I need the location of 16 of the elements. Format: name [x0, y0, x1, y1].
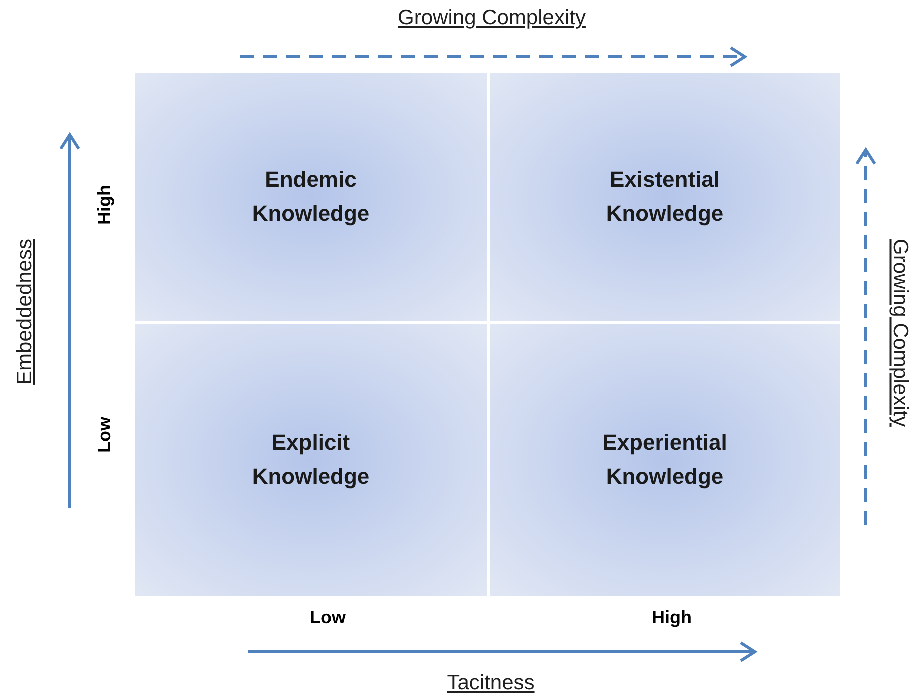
- axis-title: Growing Complexity: [398, 5, 586, 32]
- quadrant-title: Explicit Knowledge: [251, 429, 371, 491]
- quadrant-title: Endemic Knowledge: [251, 166, 371, 228]
- quadrant-box: [490, 324, 840, 596]
- quadrant-box: [135, 324, 487, 596]
- quadrant-title: Experiential Knowledge: [602, 429, 728, 491]
- axis-title: Tacitness: [447, 670, 535, 696]
- axis-tick-label: High: [652, 606, 692, 630]
- quadrant-box: [135, 73, 487, 321]
- axis-tick-label: Low: [94, 417, 116, 453]
- axis-title: Growing Complexity: [888, 239, 913, 427]
- axis-title: Embeddedness: [12, 239, 38, 385]
- quadrant-title: Existential Knowledge: [605, 166, 725, 228]
- axis-tick-label: High: [94, 185, 116, 225]
- quadrant-box: [490, 73, 840, 321]
- axis-tick-label: Low: [310, 606, 346, 630]
